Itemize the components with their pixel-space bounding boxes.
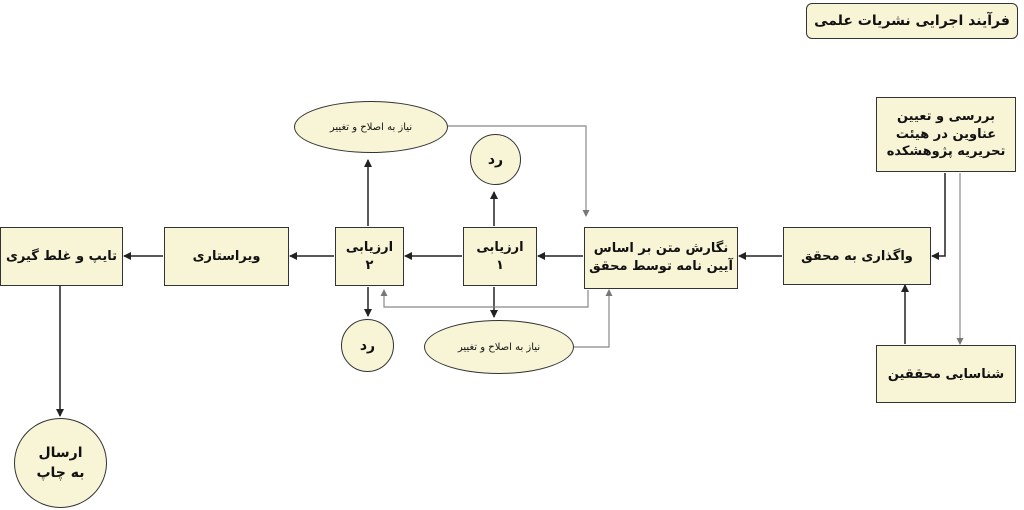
node-identify-researchers-label: شناسایی محققین: [887, 366, 1005, 382]
node-writing: نگارش متن بر اساس آیین نامه توسط محقق: [584, 227, 738, 289]
page-title: فرآیند اجرایی نشریات علمی: [806, 3, 1018, 39]
node-editing-label: ویراستاری: [192, 249, 261, 264]
node-send-to-print-label: ارسال به چاپ: [36, 444, 85, 481]
node-reject-bottom: رد: [341, 319, 394, 372]
node-editing: ویراستاری: [164, 227, 289, 286]
node-writing-label: نگارش متن بر اساس آیین نامه توسط محقق: [589, 240, 733, 274]
node-typing: تایپ و غلط گیری: [0, 227, 123, 286]
node-revision-bottom: نیاز به اصلاح و تغییر: [424, 320, 574, 374]
node-send-to-print: ارسال به چاپ: [14, 418, 107, 508]
node-reject-top: رد: [470, 134, 521, 185]
node-typing-label: تایپ و غلط گیری: [5, 249, 118, 264]
node-identify-researchers: شناسایی محققین: [876, 345, 1016, 403]
arrow-revision-top-to-writing: [448, 125, 590, 217]
arrow-revision-bottom-to-writing: [574, 289, 613, 348]
arrow-review-to-assign: [931, 173, 946, 260]
node-review-titles-label: بررسی و تعیین عناوین در هیئت تحریریه پژو…: [886, 109, 1006, 160]
node-assign-researcher-label: واگذاری به محقق: [801, 248, 913, 264]
node-reject-bottom-label: رد: [359, 337, 376, 354]
arrow-writing-to-eval2-return: [380, 289, 589, 308]
page-title-text: فرآیند اجرایی نشریات علمی: [814, 13, 1010, 29]
node-review-titles: بررسی و تعیین عناوین در هیئت تحریریه پژو…: [876, 97, 1016, 172]
node-evaluation-2: ارزیابی ۲: [335, 227, 404, 286]
node-revision-bottom-label: نیاز به اصلاح و تغییر: [457, 341, 541, 353]
node-evaluation-1-label: ارزیابی ۱: [476, 239, 524, 273]
node-revision-top-label: نیاز به اصلاح و تغییر: [329, 121, 413, 133]
node-revision-top: نیاز به اصلاح و تغییر: [294, 101, 448, 153]
node-reject-top-label: رد: [487, 151, 504, 168]
node-assign-researcher: واگذاری به محقق: [783, 227, 931, 285]
node-evaluation-2-label: ارزیابی ۲: [345, 239, 394, 273]
node-evaluation-1: ارزیابی ۱: [463, 227, 537, 286]
